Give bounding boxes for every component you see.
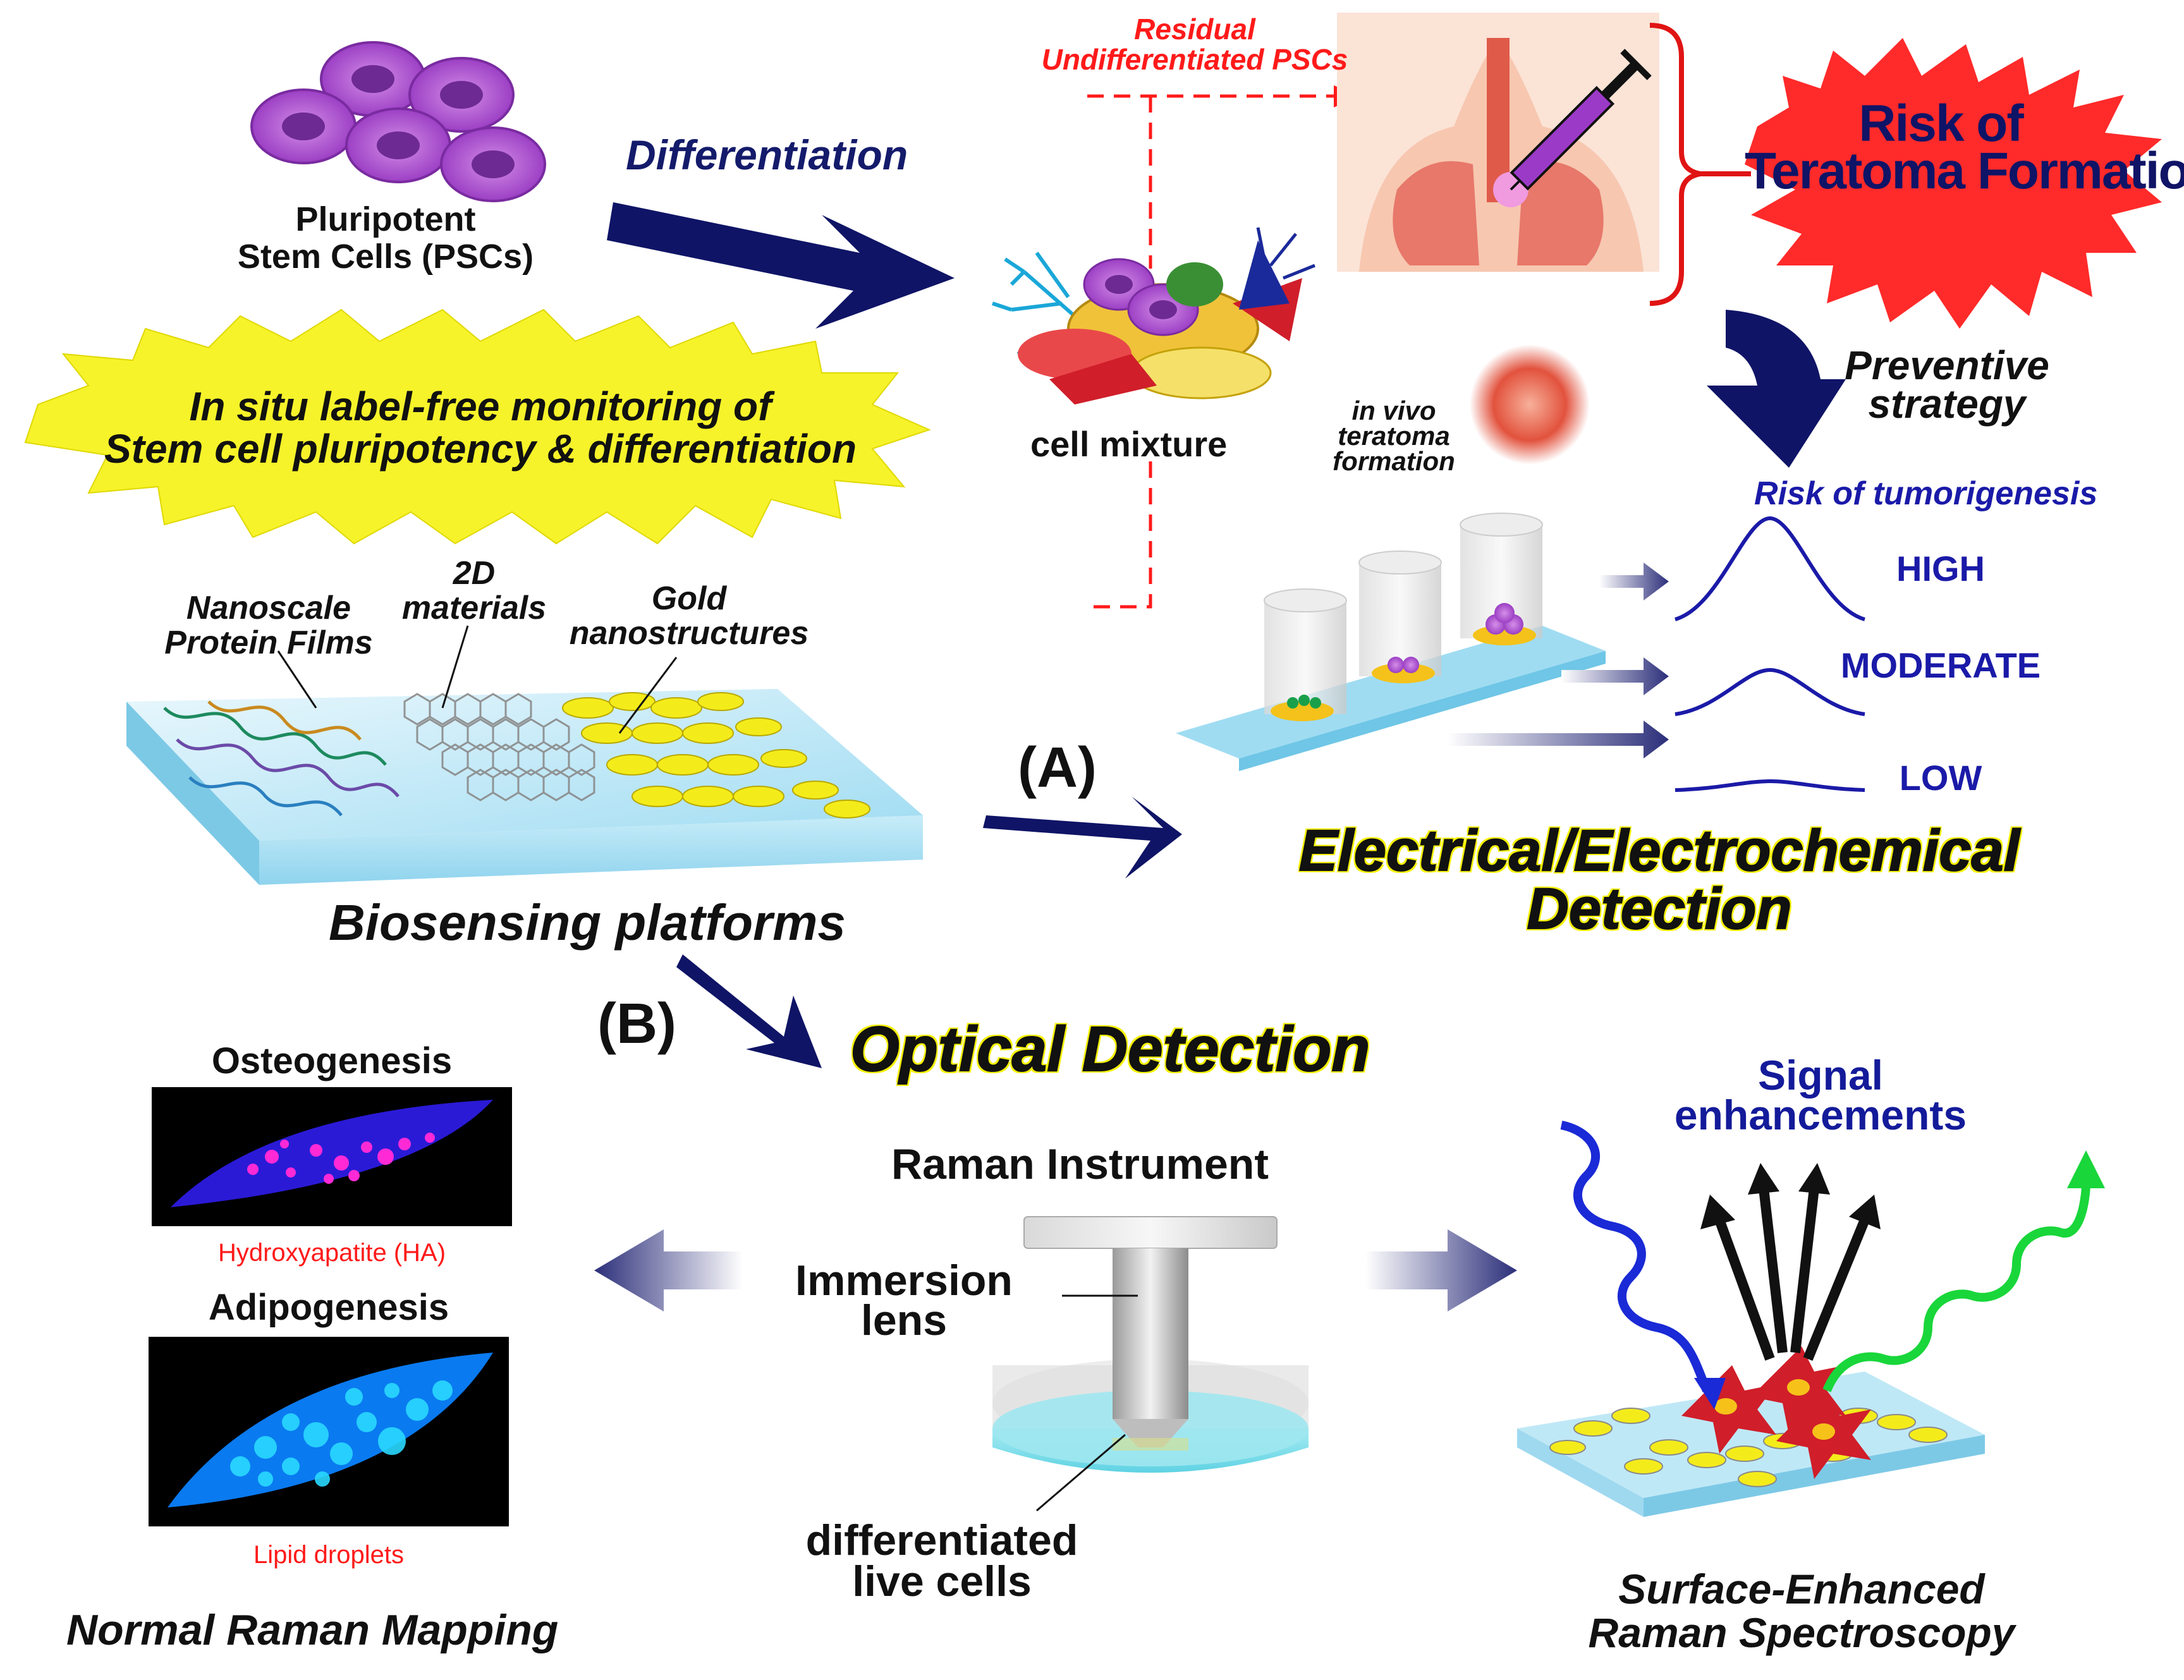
psc-label-line2: Stem Cells (PSCs) xyxy=(237,238,534,276)
arrow-b xyxy=(676,954,822,1068)
electrical-detection-title: Electrical/Electrochemical Detection xyxy=(1201,819,2118,941)
risk-starburst xyxy=(1745,38,2162,329)
invivo-line2: teratoma xyxy=(1338,420,1450,451)
arrow-to-sers xyxy=(1365,1229,1517,1312)
signal-enhancement-label: Signal enhancements xyxy=(1618,1052,2023,1138)
incident-light-arrowhead xyxy=(1694,1378,1726,1409)
tumor-risk-curves xyxy=(1675,516,1865,792)
electrical-line1: Electrical/Electrochemical xyxy=(1298,819,2020,883)
immersion-line1: Immersion xyxy=(795,1257,1013,1305)
osteogenesis-title: Osteogenesis xyxy=(211,1040,453,1081)
monitoring-line1: In situ label-free monitoring of xyxy=(189,384,772,429)
raman-instrument-title: Raman Instrument xyxy=(891,1140,1269,1188)
nano-protein-line1: Nanoscale xyxy=(186,590,351,626)
label-b: (B) xyxy=(597,992,676,1056)
label-a: (A) xyxy=(1018,736,1097,800)
cells-line2: live cells xyxy=(852,1557,1032,1605)
risk-teratoma-line1: Risk of xyxy=(1858,95,2023,152)
immersion-lens-label: Immersion lens xyxy=(765,1257,1043,1344)
monitoring-line2: Stem cell pluripotency & differentiation xyxy=(104,426,857,472)
preventive-label: Preventive strategy xyxy=(1808,343,2086,427)
risk-high-label: HIGH xyxy=(1896,549,1985,588)
invivo-label: in vivo teratoma formation xyxy=(1321,396,1467,476)
sers-line2: Raman Spectroscopy xyxy=(1588,1609,2015,1657)
preventive-line1: Preventive xyxy=(1845,343,2049,388)
raman-instrument-icon xyxy=(992,1216,1309,1473)
twod-line2: materials xyxy=(401,589,547,626)
invivo-line3: formation xyxy=(1333,446,1455,476)
incident-light-wave xyxy=(1560,1121,1711,1392)
gold-nano-label: Gold nanostructures xyxy=(544,581,834,650)
arrow-to-normal-raman xyxy=(594,1229,743,1312)
risk-low-label: LOW xyxy=(1899,758,1982,798)
scattered-light-arrowhead xyxy=(2067,1150,2105,1188)
osteogenesis-image xyxy=(152,1087,512,1226)
electrical-line2: Detection xyxy=(1526,877,1792,941)
twod-line1: 2D xyxy=(453,555,496,592)
invivo-line1: in vivo xyxy=(1351,396,1436,425)
monitoring-banner-burst xyxy=(24,308,931,545)
risk-teratoma-label: Risk of Teratoma Formation xyxy=(1745,95,2184,200)
injection-body-icon xyxy=(1337,13,1659,272)
psc-cells-icon xyxy=(250,41,546,202)
gold-line2: nanostructures xyxy=(569,614,809,652)
risk-moderate-label: MODERATE xyxy=(1840,645,2041,685)
sers-platform xyxy=(1517,1346,1985,1517)
teratoma-photo xyxy=(1470,344,1590,465)
residual-dashed-path xyxy=(1084,94,1340,609)
adipogenesis-caption: Lipid droplets xyxy=(253,1541,404,1569)
osteogenesis-caption: Hydroxyapatite (HA) xyxy=(217,1239,446,1267)
live-cells-label: differentiated live cells xyxy=(746,1516,1138,1605)
differentiation-label: Differentiation xyxy=(626,131,908,178)
signal-enhancement-arrows xyxy=(1700,1163,1881,1361)
residual-label-line1: Residual xyxy=(1134,13,1255,46)
psc-label: Pluripotent Stem Cells (PSCs) xyxy=(190,200,582,276)
risk-teratoma-line2: Teratoma Formation xyxy=(1745,142,2184,200)
cells-line1: differentiated xyxy=(805,1516,1078,1564)
cell-mixture-label: cell mixture xyxy=(1030,424,1228,464)
psc-label-line1: Pluripotent xyxy=(295,200,476,238)
residual-label: Residual Undifferentiated PSCs xyxy=(986,14,1403,75)
immersion-line2: lens xyxy=(860,1296,948,1344)
preventive-line2: strategy xyxy=(1868,380,2026,427)
twod-materials-label: 2D materials xyxy=(367,556,582,625)
biosensing-platforms-title: Biosensing platforms xyxy=(329,894,846,951)
electrical-slide xyxy=(1176,513,1606,771)
biosensing-platform xyxy=(126,689,923,885)
preventive-arrow xyxy=(1707,310,1846,468)
nano-protein-label: Nanoscale Protein Films xyxy=(136,591,401,660)
sers-line1: Surface-Enhanced xyxy=(1618,1566,1985,1612)
instrument-leader-lines xyxy=(1036,1294,1138,1512)
normal-raman-title: Normal Raman Mapping xyxy=(66,1606,559,1654)
scattered-light-wave xyxy=(1822,1181,2090,1392)
residual-label-line2: Undifferentiated PSCs xyxy=(1041,43,1348,76)
tumorigenesis-title: Risk of tumorigenesis xyxy=(1754,475,2098,512)
arrow-a xyxy=(983,796,1182,879)
adipogenesis-title: Adipogenesis xyxy=(208,1287,449,1328)
nano-protein-line2: Protein Films xyxy=(164,624,373,661)
tumor-level-arrows xyxy=(1448,563,1669,758)
optical-detection-title: Optical Detection xyxy=(850,1014,1370,1085)
cell-mixture-icon xyxy=(992,227,1315,405)
gold-line1: Gold xyxy=(651,580,727,617)
signal-line1: Signal xyxy=(1757,1052,1884,1099)
adipogenesis-image xyxy=(149,1337,509,1526)
differentiation-arrow xyxy=(607,202,955,329)
signal-line2: enhancements xyxy=(1674,1091,1967,1138)
sers-title: Surface-Enhanced Raman Spectroscopy xyxy=(1504,1567,2099,1655)
monitoring-label: In situ label-free monitoring of Stem ce… xyxy=(70,384,891,472)
platform-leader-lines xyxy=(277,625,678,734)
